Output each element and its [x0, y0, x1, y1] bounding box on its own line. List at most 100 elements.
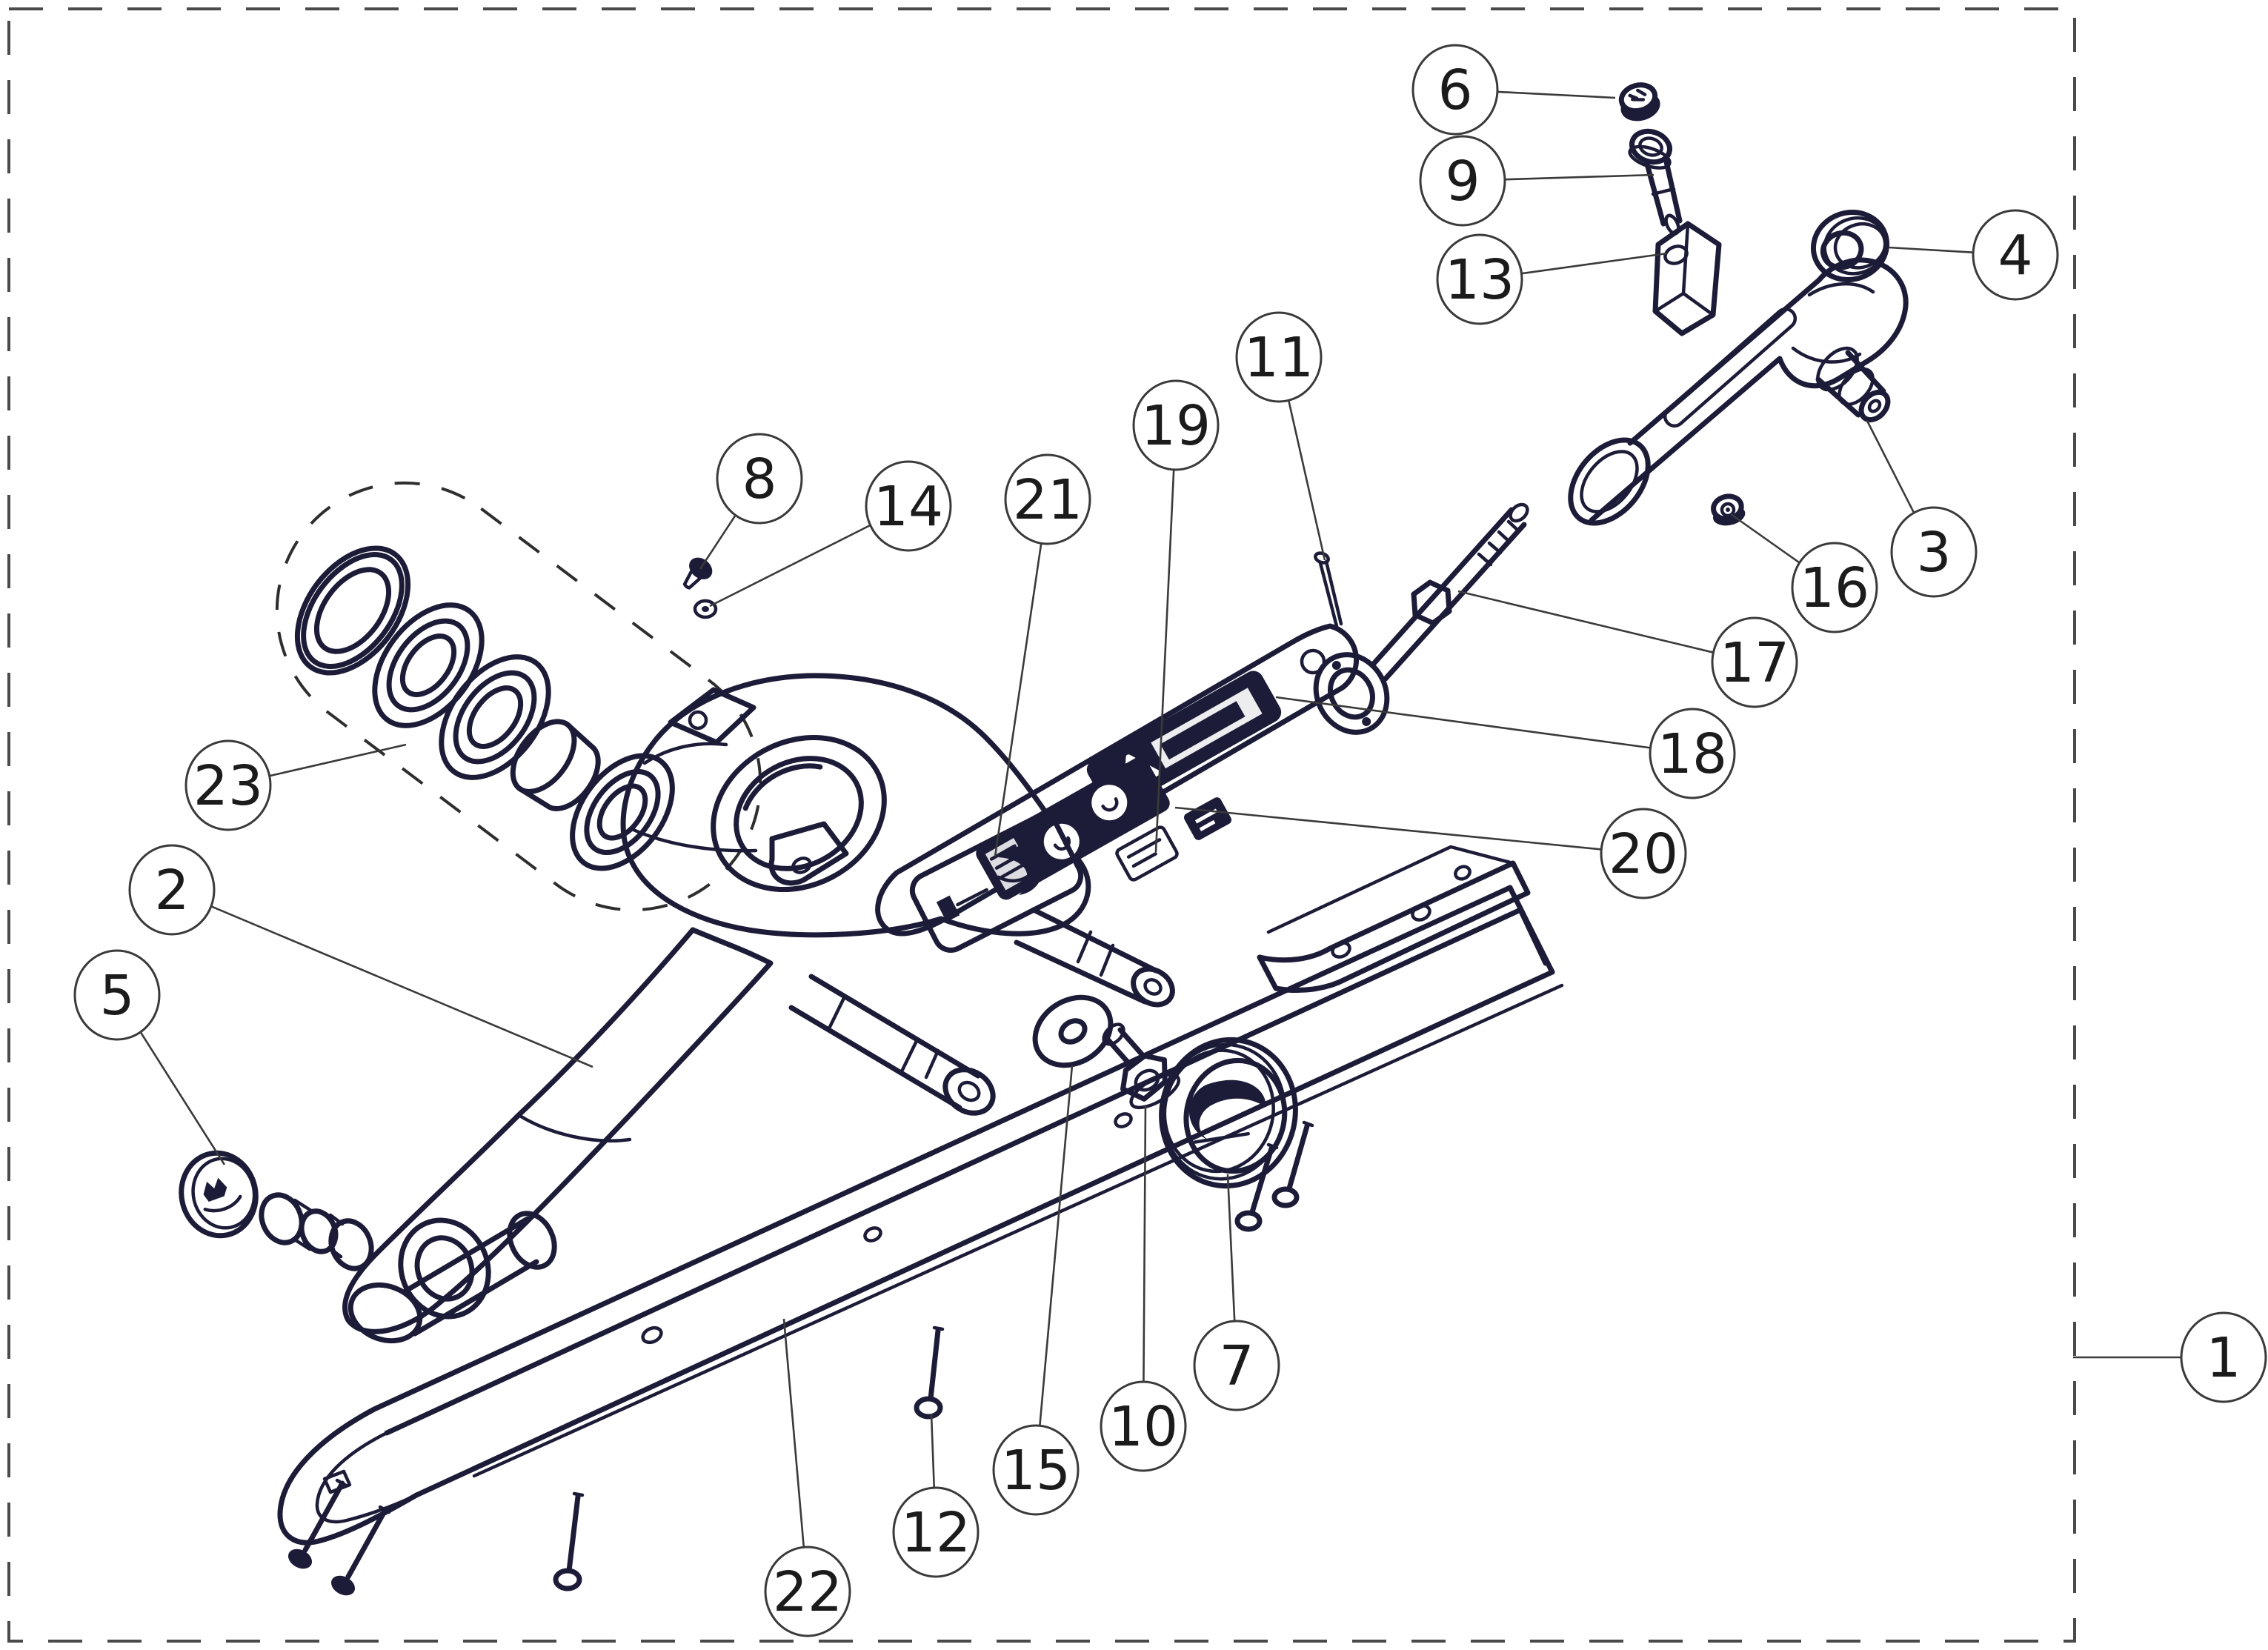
assembly-boundary-frame [7, 7, 2076, 1643]
lock-nut-small [693, 599, 718, 619]
callout-number-11: 11 [1244, 326, 1314, 390]
callout-circle-2 [128, 844, 216, 936]
callout-8: 8 [699, 433, 803, 570]
callout-21: 21 [994, 453, 1091, 857]
ski-leg-spindle [259, 673, 1091, 1344]
bearing-middle [439, 654, 551, 780]
upper-blade-arm [768, 623, 1360, 937]
ski-rail [277, 845, 1564, 1546]
callout-number-23: 23 [193, 754, 263, 818]
clamp-ear [668, 687, 756, 745]
callout-circle-11 [1235, 311, 1323, 403]
bearing-front [372, 602, 485, 728]
logo-cap [179, 1150, 259, 1239]
arm-front-eye [398, 1217, 491, 1320]
callout-16: 16 [1730, 513, 1878, 633]
callout-number-18: 18 [1657, 722, 1727, 786]
callout-10: 10 [1100, 1105, 1187, 1472]
screw [287, 1478, 348, 1569]
callout-circle-9 [1419, 135, 1506, 227]
decal-small-b [1183, 797, 1232, 840]
callout-number-14: 14 [874, 475, 943, 539]
callout-number-13: 13 [1445, 248, 1514, 312]
crown-logo [203, 1177, 227, 1202]
tube-mouth [1568, 437, 1651, 526]
grub-screw [682, 557, 713, 590]
callout-number-16: 16 [1800, 556, 1869, 620]
callout-11: 11 [1235, 311, 1326, 561]
decal-small-a [1115, 825, 1179, 882]
callout-2: 2 [128, 844, 593, 1068]
leader-line-16 [1730, 513, 1801, 565]
callout-5: 5 [73, 949, 226, 1165]
callout-number-19: 19 [1141, 394, 1211, 458]
callout-number-9: 9 [1445, 150, 1480, 213]
leader-line-23 [269, 743, 407, 777]
callout-circle-18 [1649, 708, 1736, 799]
leader-line-9 [1504, 173, 1655, 181]
seal-ring [294, 545, 411, 676]
threaded-plug [1810, 209, 1890, 283]
bearing-kit-group [275, 481, 762, 912]
bearing-kit-outline [275, 481, 762, 912]
callout-circle-23 [184, 739, 272, 831]
leader-line-20 [1174, 806, 1602, 851]
callout-number-6: 6 [1437, 59, 1472, 122]
flat-washer [1032, 994, 1114, 1068]
callout-number-3: 3 [1916, 521, 1951, 585]
callout-3: 3 [1866, 420, 1978, 598]
callout-circle-5 [73, 949, 161, 1041]
callout-circle-10 [1100, 1380, 1187, 1472]
spindle-tube-assembly [1568, 221, 1909, 526]
flange-nut-bolt [1102, 1022, 1181, 1110]
leader-line-6 [1497, 90, 1616, 99]
callout-22: 22 [764, 1318, 851, 1637]
leader-line-3 [1866, 420, 1916, 515]
callout-circle-21 [1004, 453, 1091, 545]
callout-circle-6 [1411, 44, 1499, 136]
callout-circle-16 [1791, 542, 1878, 633]
arm-cross-tube [347, 1211, 557, 1344]
callout-number-22: 22 [773, 1560, 842, 1624]
callout-6: 6 [1411, 44, 1616, 136]
callout-14: 14 [709, 460, 952, 608]
front-bushings [259, 1192, 374, 1271]
callout-4: 4 [1888, 209, 2059, 301]
callout-number-2: 2 [154, 859, 189, 922]
callout-number-17: 17 [1720, 631, 1789, 695]
callout-circle-1 [2180, 1311, 2267, 1403]
leader-line-8 [699, 513, 737, 570]
callout-circle-22 [764, 1546, 851, 1637]
callout-circle-14 [865, 460, 952, 552]
leader-line-2 [210, 905, 593, 1068]
callout-number-15: 15 [1001, 1439, 1071, 1503]
callout-number-4: 4 [1998, 224, 2032, 287]
callout-number-7: 7 [1219, 1334, 1254, 1398]
callout-number-12: 12 [901, 1501, 971, 1565]
callout-circle-17 [1711, 616, 1798, 708]
screw [553, 1491, 585, 1591]
callout-9: 9 [1419, 135, 1655, 227]
leader-line-15 [1038, 1065, 1074, 1428]
damper-disc [1159, 1037, 1298, 1189]
leader-line-7 [1226, 1174, 1236, 1324]
leader-line-17 [1457, 590, 1714, 653]
callout-number-8: 8 [742, 448, 776, 511]
rail-saddle-bracket [1257, 845, 1531, 994]
screw [1234, 1142, 1279, 1232]
callout-number-20: 20 [1609, 822, 1678, 886]
stub-axle [1815, 346, 1891, 423]
decal-brand [909, 814, 1084, 953]
bearing-bore [711, 734, 887, 893]
callout-1: 1 [2073, 1311, 2267, 1403]
leader-line-13 [1521, 252, 1668, 275]
callout-12: 12 [892, 1413, 980, 1578]
callout-7: 7 [1193, 1174, 1280, 1411]
leader-line-11 [1287, 398, 1326, 561]
ski-tip [277, 1406, 419, 1546]
screw [1271, 1120, 1314, 1208]
leader-line-18 [1275, 696, 1651, 749]
disc-logo [1188, 1080, 1266, 1141]
mounting-screws [287, 1120, 1314, 1596]
callout-number-21: 21 [1013, 468, 1083, 532]
